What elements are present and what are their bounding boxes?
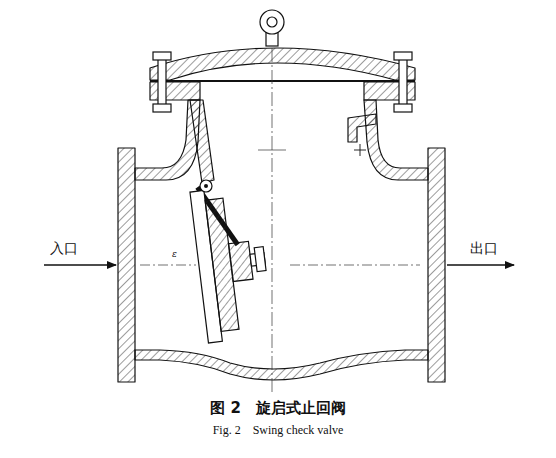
disc-boss — [229, 241, 253, 281]
figure-caption-english: Fig. 2 Swing check valve — [213, 424, 344, 437]
stop-lug — [348, 114, 376, 142]
axis-line — [140, 265, 196, 266]
nut — [153, 104, 171, 112]
outlet-label: 出口 — [470, 241, 498, 256]
nut — [153, 52, 171, 60]
bolt — [158, 58, 166, 106]
disc-nut — [254, 247, 266, 272]
center-mark — [354, 150, 366, 151]
body-wall — [135, 350, 428, 380]
lifting-eye-hole — [267, 17, 277, 27]
hinge-bracket — [190, 100, 214, 183]
hinge-pin-center — [204, 184, 208, 188]
gap-symbol: ε — [172, 250, 177, 260]
lifting-eye — [260, 10, 284, 34]
bonnet-cover — [150, 48, 415, 80]
outlet-flange — [428, 148, 445, 382]
axis-line — [290, 265, 420, 266]
center-mark — [258, 150, 286, 151]
center-line — [272, 48, 273, 392]
figure-caption: 图 2 旋启式止回阀 — [210, 400, 346, 417]
body-wall — [364, 100, 428, 180]
hinge-pin — [200, 180, 212, 192]
bolt — [399, 58, 407, 106]
nut — [394, 52, 412, 60]
inlet-flange — [118, 148, 135, 382]
inlet-label: 入口 — [50, 241, 78, 256]
body-wall — [135, 100, 200, 180]
gasket — [150, 80, 415, 82]
inlet-arrow — [44, 264, 116, 265]
outlet-arrow — [447, 264, 514, 265]
nut — [394, 104, 412, 112]
